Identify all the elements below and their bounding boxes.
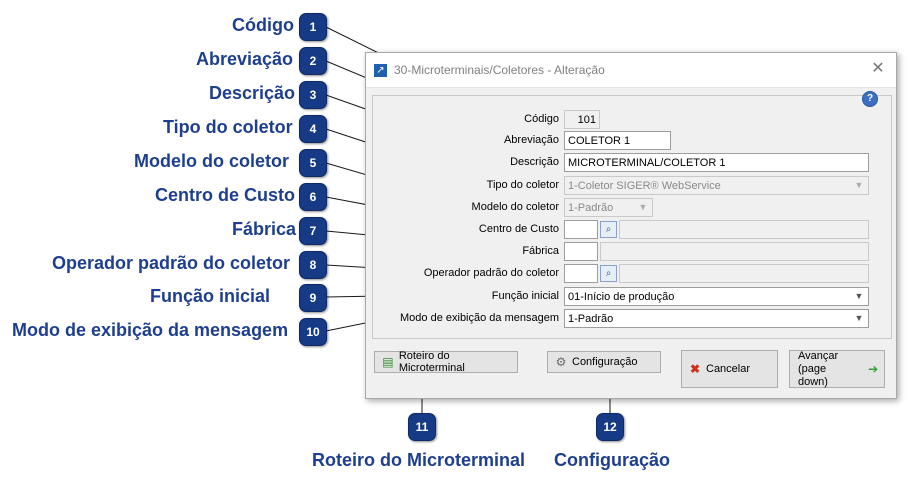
dialog-titlebar: ↗ 30-Microterminais/Coletores - Alteraçã… bbox=[366, 53, 896, 88]
centro-custo-input[interactable] bbox=[564, 220, 598, 239]
avancar-button[interactable]: Avançar (page down) ➔ bbox=[789, 350, 885, 388]
callout-badge-6: 6 bbox=[299, 183, 327, 211]
avancar-button-text: Avançar (page down) bbox=[798, 350, 858, 389]
callout-label-fabrica: Fábrica bbox=[232, 219, 297, 239]
label-funcao-inicial: Função inicial bbox=[491, 290, 559, 302]
gear-icon: ⚙ bbox=[555, 355, 567, 369]
label-codigo: Código bbox=[524, 113, 559, 125]
label-operador-padrao: Operador padrão do coletor bbox=[423, 267, 559, 279]
fabrica-description bbox=[600, 242, 869, 261]
cancel-button[interactable]: ✖ Cancelar bbox=[681, 350, 778, 388]
descricao-input[interactable]: MICROTERMINAL/COLETOR 1 bbox=[564, 153, 869, 172]
callout-label-centro-custo: Centro de Custo bbox=[155, 185, 296, 205]
avancar-label: Avançar bbox=[798, 349, 839, 362]
callout-badge-4: 4 bbox=[299, 115, 327, 143]
label-abreviacao: Abreviação bbox=[503, 134, 559, 146]
callout-badge-12: 12 bbox=[596, 413, 624, 441]
tipo-coletor-value: 1-Coletor SIGER® WebService bbox=[568, 180, 721, 192]
arrow-right-icon: ➔ bbox=[868, 362, 879, 376]
callout-badge-11: 11 bbox=[408, 413, 436, 441]
modelo-coletor-value: 1-Padrão bbox=[568, 202, 614, 214]
cancel-icon: ✖ bbox=[689, 362, 701, 376]
modo-exibicao-select[interactable]: 1-Padrão ▼ bbox=[564, 309, 869, 328]
label-tipo-coletor: Tipo do coletor bbox=[486, 179, 559, 191]
codigo-field: 101 bbox=[564, 110, 600, 129]
abreviacao-input[interactable]: COLETOR 1 bbox=[564, 131, 671, 150]
callout-label-funcao-inicial: Função inicial bbox=[150, 286, 271, 306]
callout-label-configuracao: Configuração bbox=[554, 450, 671, 470]
callout-badge-9: 9 bbox=[299, 284, 327, 312]
callout-badge-1: 1 bbox=[299, 13, 327, 41]
callout-label-descricao: Descrição bbox=[209, 83, 296, 103]
route-icon: ▤ bbox=[382, 355, 394, 369]
centro-custo-description bbox=[619, 220, 869, 239]
callout-label-abreviacao: Abreviação bbox=[196, 49, 294, 69]
centro-custo-search-button[interactable]: ⌕ bbox=[600, 221, 617, 238]
roteiro-microterminal-button[interactable]: ▤ Roteiro do Microterminal bbox=[374, 350, 518, 374]
chevron-down-icon: ▼ bbox=[638, 202, 648, 212]
callout-badge-8: 8 bbox=[299, 251, 327, 279]
avancar-shortcut: (page down) bbox=[798, 362, 828, 388]
callout-badge-2: 2 bbox=[299, 47, 327, 75]
label-centro-custo: Centro de Custo bbox=[478, 223, 559, 235]
callout-label-tipo-coletor: Tipo do coletor bbox=[163, 117, 293, 137]
chevron-down-icon: ▼ bbox=[854, 291, 864, 301]
fabrica-input[interactable] bbox=[564, 242, 598, 261]
app-icon: ↗ bbox=[374, 64, 387, 77]
callout-label-codigo: Código bbox=[232, 15, 294, 35]
funcao-inicial-select[interactable]: 01-Início de produção ▼ bbox=[564, 287, 869, 306]
configuracao-button-label: Configuração bbox=[572, 356, 638, 368]
callout-label-roteiro: Roteiro do Microterminal bbox=[312, 450, 526, 470]
callout-label-modo-exibicao: Modo de exibição da mensagem bbox=[12, 320, 289, 340]
label-modo-exibicao: Modo de exibição da mensagem bbox=[400, 312, 559, 324]
callout-label-operador-padrao: Operador padrão do coletor bbox=[52, 253, 291, 273]
dialog-title: 30-Microterminais/Coletores - Alteração bbox=[394, 63, 605, 77]
label-modelo-coletor: Modelo do coletor bbox=[471, 201, 559, 213]
callout-badge-3: 3 bbox=[299, 81, 327, 109]
operador-description bbox=[619, 264, 869, 283]
tipo-coletor-select[interactable]: 1-Coletor SIGER® WebService ▼ bbox=[564, 176, 869, 195]
callout-badge-7: 7 bbox=[299, 217, 327, 245]
configuracao-button[interactable]: ⚙ Configuração bbox=[547, 351, 661, 373]
callout-badge-5: 5 bbox=[299, 149, 327, 177]
label-descricao: Descrição bbox=[510, 156, 559, 168]
callout-label-modelo-coletor: Modelo do coletor bbox=[134, 151, 289, 171]
operador-search-button[interactable]: ⌕ bbox=[600, 265, 617, 282]
cancel-button-label: Cancelar bbox=[706, 363, 751, 375]
chevron-down-icon: ▼ bbox=[854, 313, 864, 323]
callout-badge-10: 10 bbox=[299, 318, 327, 346]
label-fabrica: Fábrica bbox=[522, 245, 559, 257]
roteiro-button-label: Roteiro do Microterminal bbox=[398, 350, 465, 374]
modelo-coletor-select[interactable]: 1-Padrão ▼ bbox=[564, 198, 653, 217]
help-icon[interactable]: ? bbox=[862, 91, 878, 107]
modo-exibicao-value: 1-Padrão bbox=[568, 313, 614, 325]
chevron-down-icon: ▼ bbox=[854, 180, 864, 190]
funcao-inicial-value: 01-Início de produção bbox=[568, 291, 675, 303]
operador-input[interactable] bbox=[564, 264, 598, 283]
close-button[interactable]: ✕ bbox=[871, 60, 885, 77]
dialog-window: ↗ 30-Microterminais/Coletores - Alteraçã… bbox=[365, 52, 897, 399]
